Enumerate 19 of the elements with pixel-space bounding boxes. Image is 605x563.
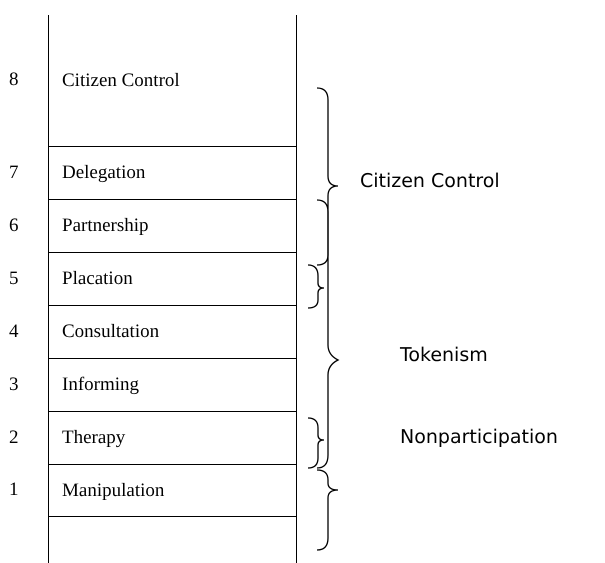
- rung-label: Consultation: [61, 321, 160, 343]
- rung-label: Placation: [61, 268, 133, 290]
- rung-number: 2: [9, 426, 18, 448]
- rung-number: 1: [9, 479, 18, 501]
- rung-label: Therapy: [61, 427, 126, 449]
- rung-label: Manipulation: [61, 480, 164, 502]
- rung-number: 7: [9, 162, 18, 184]
- rung-label: Citizen Control: [61, 70, 180, 92]
- rung-number: 8: [9, 69, 18, 91]
- group-label: Citizen Control: [360, 170, 500, 192]
- rung-number: 6: [9, 214, 18, 236]
- group-label: Nonparticipation: [400, 426, 558, 448]
- group-label: Tokenism: [400, 344, 488, 366]
- rung-label: Informing: [61, 374, 140, 396]
- rung-label: Delegation: [61, 162, 146, 184]
- rung-number: 5: [9, 268, 18, 290]
- rung-number: 3: [9, 374, 18, 396]
- rung-number: 4: [9, 320, 18, 342]
- rung-label: Partnership: [61, 215, 149, 237]
